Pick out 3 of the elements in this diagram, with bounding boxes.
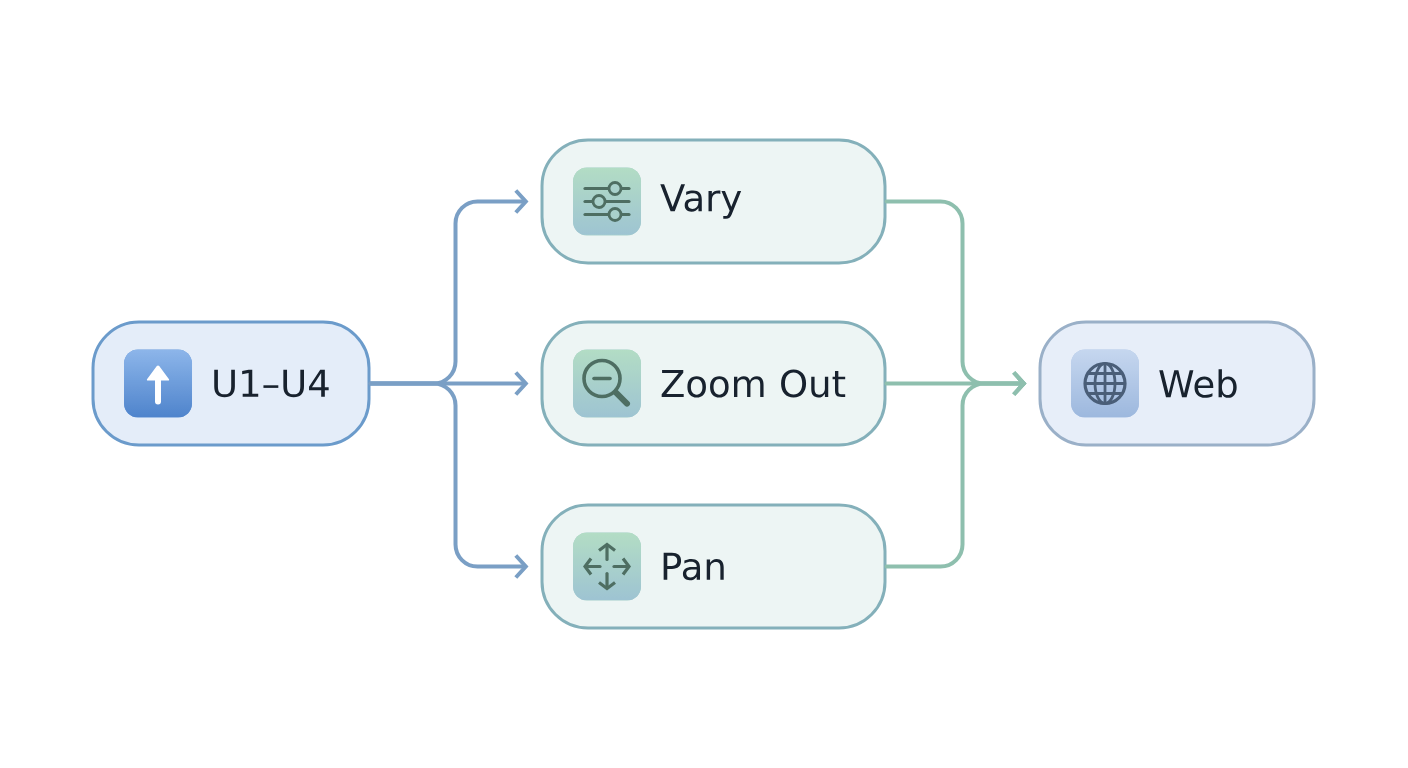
rounded-box: Vary (540, 138, 887, 265)
arrow (884, 371, 1027, 569)
arrow (368, 381, 529, 579)
